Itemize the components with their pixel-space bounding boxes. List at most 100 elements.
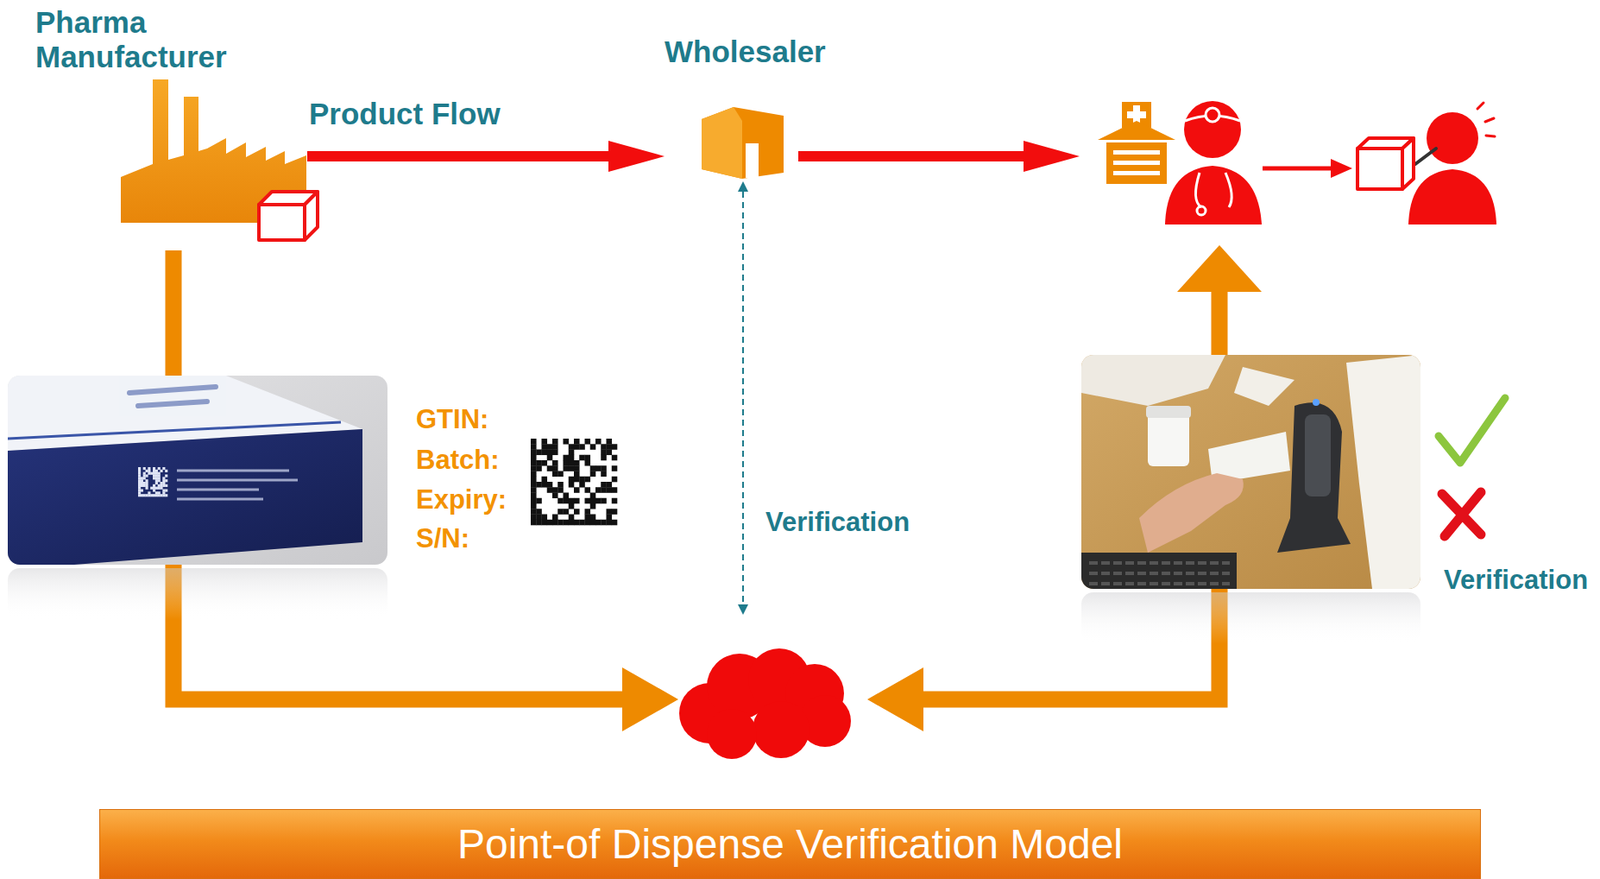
matrix-cell	[585, 438, 592, 445]
package-icon	[1357, 138, 1414, 189]
matrix-cell	[162, 476, 165, 479]
matrix-cell	[590, 492, 597, 499]
package-face	[304, 191, 318, 240]
matrix-cell	[606, 449, 613, 456]
pharmacy-body	[1106, 142, 1167, 184]
matrix-cell	[535, 465, 542, 472]
thermometer	[1415, 148, 1437, 164]
matrix-cell	[138, 486, 141, 490]
matrix-cell	[140, 489, 144, 492]
matrix-cell	[552, 459, 559, 467]
verification-label: Verification	[765, 506, 910, 538]
matrix-cell	[138, 493, 141, 497]
arrow-head	[1023, 140, 1080, 172]
matrix-cell	[530, 471, 537, 478]
matrix-cell	[568, 459, 575, 467]
matrix-cell	[573, 519, 580, 526]
matrix-cell	[557, 519, 564, 526]
matrix-cell	[152, 469, 156, 473]
matrix-cell	[157, 491, 161, 494]
arrow-head	[737, 604, 749, 615]
shelf	[1113, 150, 1160, 155]
manufacturer-node: Pharma Manufacturer	[35, 5, 308, 223]
matrix-cell	[568, 454, 575, 461]
matrix-cell	[143, 493, 146, 497]
matrix-cell	[585, 454, 592, 461]
matrix-cell	[140, 493, 144, 497]
stethoscope	[1195, 172, 1232, 208]
matrix-cell	[600, 465, 607, 472]
matrix-cell	[138, 481, 141, 485]
matrix-cell	[535, 459, 542, 467]
matrix-cell	[155, 493, 158, 497]
matrix-cell	[557, 508, 564, 515]
hand	[1139, 472, 1244, 553]
matrix-cell	[547, 486, 554, 493]
patient-head	[1426, 112, 1479, 164]
matrix-cell	[138, 476, 141, 479]
data-line	[1211, 286, 1229, 355]
matrix-cell	[530, 486, 537, 493]
field-name: GTIN:	[415, 403, 489, 435]
matrix-cell	[530, 459, 537, 467]
matrix-cell	[157, 476, 161, 479]
matrix-cell	[600, 471, 607, 478]
matrix-cell	[155, 474, 158, 478]
flow-arrow	[307, 151, 613, 162]
matrix-cell	[147, 491, 151, 494]
patient-icon	[1408, 102, 1497, 225]
matrix-cell	[568, 449, 575, 456]
matrix-cell	[150, 486, 153, 490]
matrix-cell	[563, 508, 570, 515]
matrix-cell	[579, 481, 586, 488]
matrix-cell	[541, 459, 549, 467]
matrix-cell	[563, 454, 570, 461]
matrix-cell	[606, 486, 613, 493]
matrix-cell	[535, 508, 542, 515]
warehouse-icon	[701, 107, 784, 179]
matrix-cell	[600, 454, 607, 461]
matrix-cell	[138, 489, 141, 492]
arrow-head	[737, 181, 749, 192]
matrix-cell	[611, 486, 618, 493]
matrix-cell	[557, 486, 564, 493]
matrix-cell	[568, 481, 575, 488]
matrix-cell	[579, 454, 586, 461]
matrix-cell	[152, 484, 156, 487]
matrix-cell	[143, 476, 146, 479]
shelf	[1113, 160, 1160, 165]
matrix-cell	[160, 486, 164, 490]
matrix-cell	[160, 481, 164, 485]
matrix-cell	[552, 492, 559, 499]
matrix-cell	[547, 519, 554, 526]
matrix-cell	[547, 454, 554, 461]
photo-reflection	[7, 567, 388, 620]
arrow-head	[1330, 158, 1353, 178]
matrix-cell	[138, 491, 141, 494]
package-face	[1402, 138, 1414, 189]
matrix-cell	[535, 449, 542, 456]
matrix-cell	[585, 519, 592, 526]
title-band: Point-of Dispense Verification Model	[99, 808, 1481, 879]
matrix-cell	[585, 476, 592, 483]
title-text: Point-of Dispense Verification Model	[457, 819, 1123, 868]
warehouse-body	[701, 107, 784, 179]
matrix-cell	[590, 503, 597, 510]
matrix-cell	[600, 481, 607, 488]
arrow-head	[1177, 245, 1262, 292]
matrix-cell	[606, 481, 613, 488]
patient-body	[1408, 169, 1497, 225]
matrix-cell	[155, 469, 158, 473]
desk	[1081, 354, 1421, 589]
flow-arrow	[798, 151, 1028, 162]
matrix-cell	[552, 486, 559, 493]
matrix-cell	[157, 466, 161, 470]
matrix-cell	[530, 443, 537, 450]
shelf	[1113, 170, 1160, 176]
matrix-cell	[606, 508, 613, 515]
matrix-cell	[606, 514, 613, 521]
matrix-cell	[552, 465, 559, 472]
matrix-cell	[530, 449, 537, 456]
matrix-cell	[143, 484, 146, 487]
matrix-cell	[530, 481, 537, 488]
